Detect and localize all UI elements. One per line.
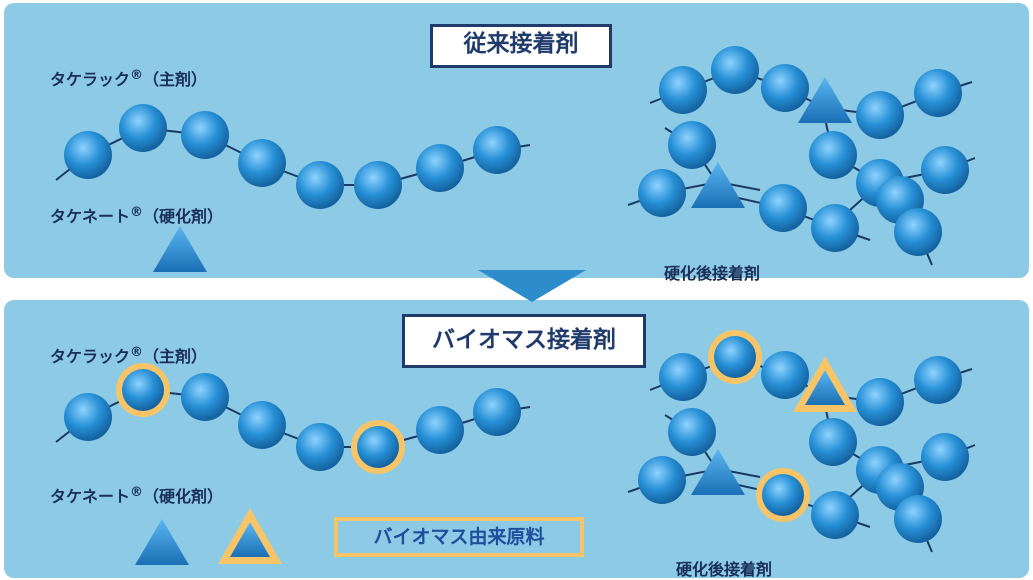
- hardener-unit: [691, 162, 745, 208]
- cured-bead: [659, 353, 707, 401]
- cured-label-top: 硬化後接着剤: [664, 264, 761, 283]
- cured-bead: [914, 356, 962, 404]
- resin-bead: [238, 401, 286, 449]
- cured-bead: [638, 456, 686, 504]
- resin-bead: [357, 426, 399, 468]
- biomass-title: バイオマス接着剤: [402, 314, 646, 368]
- cured-label-bottom: 硬化後接着剤: [676, 560, 773, 579]
- cured-bead: [638, 169, 686, 217]
- resin-bead: [296, 423, 344, 471]
- hardener-unit: [135, 519, 189, 565]
- cured-bead: [761, 351, 809, 399]
- resin-bead: [64, 393, 112, 441]
- cured-bead: [894, 495, 942, 543]
- resin-bead: [296, 161, 344, 209]
- resin-bead: [473, 126, 521, 174]
- hardener-unit: [153, 226, 207, 272]
- cured-bead: [668, 121, 716, 169]
- conventional-title: 従来接着剤: [430, 24, 612, 68]
- cured-bead: [856, 91, 904, 139]
- cured-bead: [856, 378, 904, 426]
- takenate-label-bottom: タケネート®（硬化剤）: [50, 485, 224, 506]
- resin-bead: [238, 139, 286, 187]
- takelac-label-top: タケラック®（主剤）: [50, 68, 208, 89]
- resin-bead: [181, 111, 229, 159]
- cured-bead: [914, 69, 962, 117]
- cured-bead: [921, 433, 969, 481]
- cured-bead: [811, 204, 859, 252]
- cured-bead: [668, 408, 716, 456]
- hardener-unit: [230, 522, 270, 557]
- cured-bead: [762, 474, 804, 516]
- cured-bead: [759, 184, 807, 232]
- cured-bead: [894, 208, 942, 256]
- polymer-chain-line: [55, 388, 531, 448]
- down-arrow: [478, 270, 586, 302]
- cured-bead: [809, 418, 857, 466]
- resin-bead: [119, 104, 167, 152]
- cured-bead: [811, 491, 859, 539]
- hardener-unit: [798, 77, 852, 123]
- cured-bead: [711, 46, 759, 94]
- cured-bead: [809, 131, 857, 179]
- resin-bead: [416, 406, 464, 454]
- polymer-chain-line: [55, 126, 531, 186]
- resin-bead: [122, 369, 164, 411]
- resin-bead: [473, 388, 521, 436]
- resin-bead: [181, 373, 229, 421]
- cured-bead: [761, 64, 809, 112]
- resin-bead: [416, 144, 464, 192]
- cured-bead: [921, 146, 969, 194]
- biomass-origin-label: バイオマス由来原料: [334, 517, 584, 557]
- cured-bead: [714, 336, 756, 378]
- takenate-label-top: タケネート®（硬化剤）: [50, 205, 224, 226]
- takelac-label-bottom: タケラック®（主剤）: [50, 345, 208, 366]
- hardener-unit: [805, 370, 845, 405]
- resin-bead: [64, 131, 112, 179]
- resin-bead: [354, 161, 402, 209]
- cured-bead: [659, 66, 707, 114]
- hardener-unit: [691, 449, 745, 495]
